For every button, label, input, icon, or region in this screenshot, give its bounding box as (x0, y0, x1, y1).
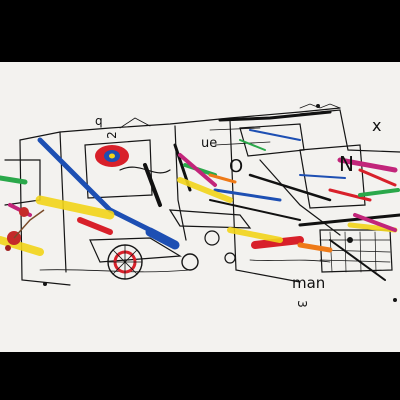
drawn-letter-q: q (95, 114, 103, 128)
flower-motif (5, 207, 45, 251)
drawn-number-2: 2 (104, 131, 119, 139)
drawn-number-3: 3 (294, 300, 309, 308)
ink-marks (43, 104, 397, 302)
blue-strokes (37, 129, 346, 250)
yellow-strokes (0, 177, 398, 256)
black-strokes (143, 110, 400, 281)
eye-motif (95, 145, 129, 167)
wheel-motif (107, 230, 236, 280)
drawn-word-man: man (292, 274, 326, 292)
drawn-letter-o: O (229, 156, 244, 177)
drawn-letter-x: x (372, 116, 382, 135)
magenta-strokes (8, 153, 398, 232)
drawn-word-ue: ue (201, 136, 218, 151)
orange-strokes (208, 173, 333, 253)
drawn-letter-n: N (339, 152, 354, 176)
ink-structure (4, 103, 400, 286)
